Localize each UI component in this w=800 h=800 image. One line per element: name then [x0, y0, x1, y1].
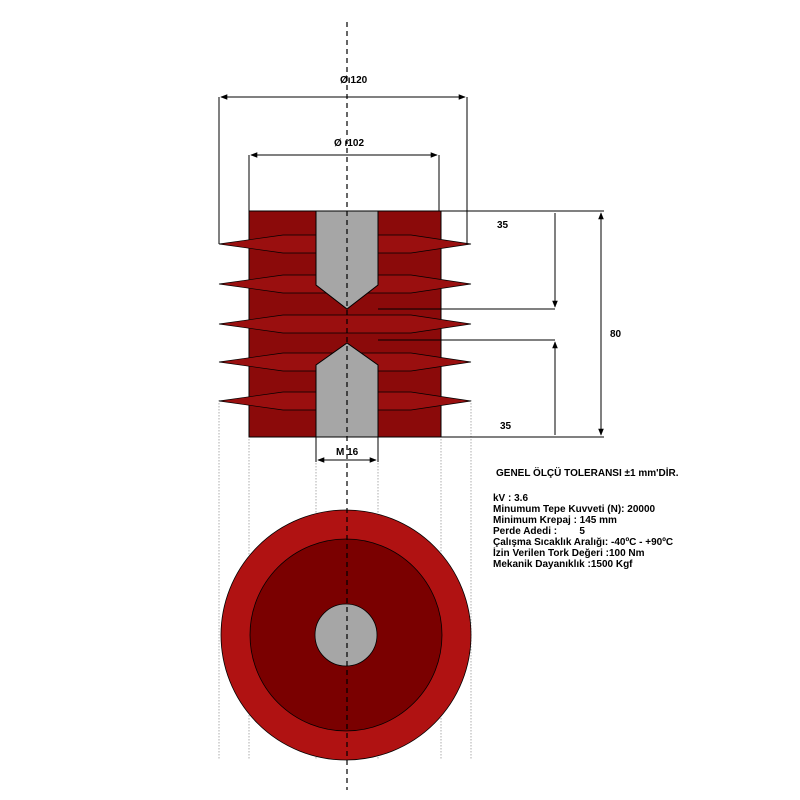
- thread-dimension: [315, 437, 379, 463]
- spec-line: Minimum Krepaj : 145 mm: [493, 515, 617, 526]
- inner-diameter-label: Ø ı102: [334, 138, 364, 149]
- depth-dimensions: [378, 210, 604, 438]
- inner-diameter-dimension: [248, 152, 440, 211]
- insert-disc: [314, 603, 378, 667]
- spec-line: Minumum Tepe Kuvveti (N): 20000: [493, 504, 656, 515]
- total-height-label: 80: [610, 329, 622, 340]
- spec-list: kV : 3.6 Minumum Tepe Kuvveti (N): 20000…: [493, 493, 673, 570]
- top-depth-label: 35: [497, 220, 509, 231]
- insulator-side-view: [218, 210, 472, 438]
- spec-line: İzin Verilen Tork Değeri :100 Nm: [493, 548, 645, 559]
- spec-line: Çalışma Sıcaklık Aralığı: -40ºC - +90ºC: [493, 537, 674, 548]
- shed-3: [218, 314, 472, 334]
- outer-diameter-label: Øı120: [340, 75, 368, 86]
- spec-line: Mekanik Dayanıklık :1500 Kgf: [493, 559, 633, 570]
- insulator-plan-view: [220, 509, 472, 761]
- tolerance-note: GENEL ÖLÇÜ TOLERANSI ±1 mm'DİR.: [496, 468, 679, 479]
- thread-label: M 16: [336, 447, 359, 458]
- bottom-metal-insert: [315, 342, 379, 438]
- spec-line: kV : 3.6: [493, 493, 529, 504]
- bottom-depth-label: 35: [500, 421, 512, 432]
- spec-line: Perde Adedi : 5: [493, 526, 585, 537]
- outer-diameter-dimension: [218, 94, 468, 244]
